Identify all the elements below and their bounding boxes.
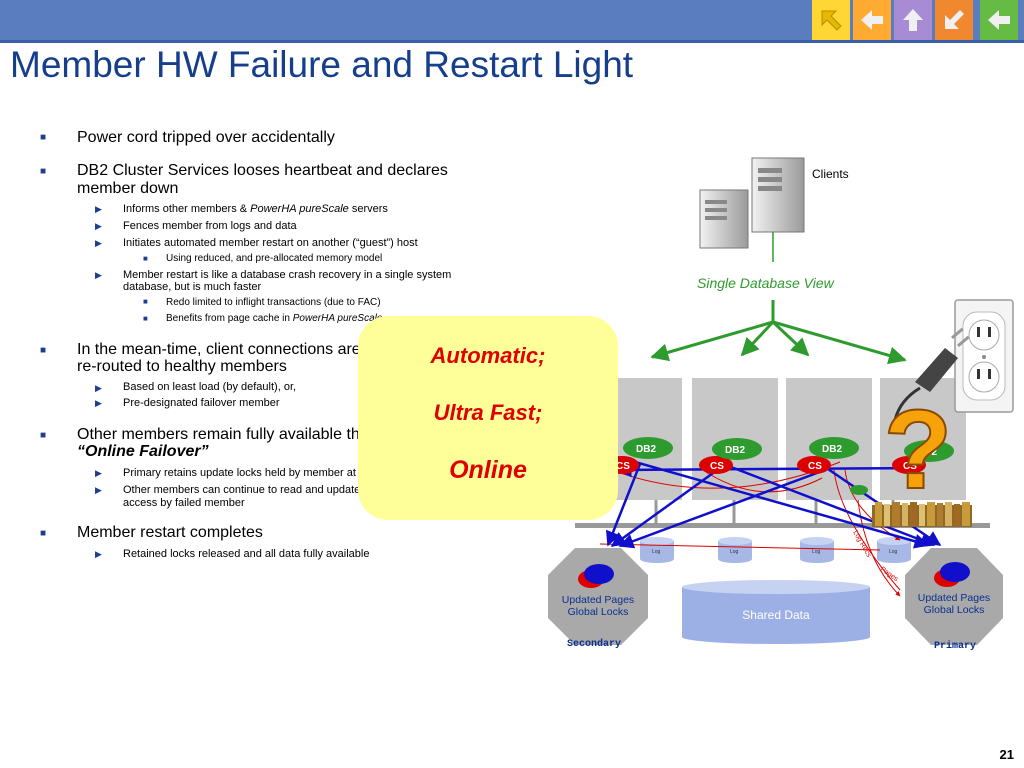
sub-sub-bullet-text: Redo limited to inflight transactions (d… xyxy=(166,297,381,308)
sub-bullet-text: database, but is much faster xyxy=(123,281,262,293)
bullet-text: Member restart completes xyxy=(77,524,263,541)
callout-line-ultra-fast: Ultra Fast; xyxy=(433,400,543,425)
sub-bullet-text: access by failed member xyxy=(123,497,245,509)
square-bullet-icon: ■ xyxy=(40,430,47,441)
callout-line-automatic: Automatic; xyxy=(430,343,546,368)
triangle-bullet-icon: ▶ xyxy=(95,468,102,478)
cf-primary: Updated Pages Global Locks xyxy=(905,548,1003,645)
arrow-diag-up-left-icon xyxy=(821,10,842,31)
arrow-up-icon xyxy=(903,9,923,31)
bullet-text: re-routed to healthy members xyxy=(77,358,287,375)
square-bullet-icon: ■ xyxy=(40,345,47,356)
triangle-bullet-icon: ▶ xyxy=(95,270,102,280)
cf-secondary-line1: Updated Pages xyxy=(562,594,634,606)
page-number: 21 xyxy=(999,747,1014,762)
arrow-left-icon xyxy=(988,10,1010,30)
nav-previous-button[interactable] xyxy=(853,0,891,40)
log-label: Log xyxy=(652,549,661,555)
cs-label: CS xyxy=(808,461,822,472)
cf-secondary: Updated Pages Global Locks xyxy=(548,548,648,645)
sub-bullet-text: Member restart is like a database crash … xyxy=(123,269,452,281)
shared-data-label: Shared Data xyxy=(742,608,810,622)
client-servers-icon xyxy=(699,157,805,249)
cf-primary-line2: Global Locks xyxy=(924,604,985,616)
cf-primary-role: Primary xyxy=(934,640,976,652)
log-recs-label: Log Recs xyxy=(851,530,872,560)
question-mark-icon: ? xyxy=(884,387,952,512)
sub-bullet-text: Retained locks released and all data ful… xyxy=(123,548,370,560)
cf-secondary-role: Secondary xyxy=(567,638,621,650)
bullet-text: DB2 Cluster Services looses heartbeat an… xyxy=(77,162,448,179)
triangle-bullet-icon: ▶ xyxy=(95,221,102,231)
slide-title: Member HW Failure and Restart Light xyxy=(10,44,634,85)
sub-bullet-text: Fences member from logs and data xyxy=(123,220,297,232)
clients-label: Clients xyxy=(812,167,849,181)
triangle-bullet-icon: ▶ xyxy=(95,549,102,559)
nav-first-button[interactable] xyxy=(812,0,850,40)
power-outlet-icon xyxy=(954,299,1014,413)
db2-label: DB2 xyxy=(636,444,656,455)
square-bullet-icon: ■ xyxy=(40,528,47,539)
cs-label: CS xyxy=(616,461,630,472)
log-disks: Log Log Log Log xyxy=(640,537,911,563)
triangle-bullet-icon: ▶ xyxy=(95,398,102,408)
cf-secondary-line2: Global Locks xyxy=(568,606,629,618)
client-routing-arrows xyxy=(650,300,907,365)
sub-bullet-text: Informs other members & PowerHA pureScal… xyxy=(123,203,388,215)
triangle-bullet-icon: ▶ xyxy=(95,383,102,393)
triangle-bullet-icon: ▶ xyxy=(95,485,102,495)
triangle-bullet-icon: ▶ xyxy=(95,238,102,248)
nav-up-button[interactable] xyxy=(894,0,932,40)
small-square-bullet-icon: ■ xyxy=(143,314,148,323)
bullet-text: Power cord tripped over accidentally xyxy=(77,129,335,146)
header-divider xyxy=(0,40,1024,43)
single-database-view-label: Single Database View xyxy=(697,275,835,291)
bullet-text: Other members remain fully available thr… xyxy=(77,426,437,443)
db2-label: DB2 xyxy=(725,445,745,456)
db2-label: DB2 xyxy=(917,447,937,458)
small-square-bullet-icon: ■ xyxy=(143,254,148,263)
log-label: Log xyxy=(889,549,898,555)
cs-label: CS xyxy=(903,461,917,472)
sub-sub-bullet-text: Using reduced, and pre-allocated memory … xyxy=(166,253,383,264)
db2-label: DB2 xyxy=(822,444,842,455)
callout-box xyxy=(358,316,618,520)
books-icon xyxy=(872,502,972,527)
bullet-text: member down xyxy=(77,180,179,197)
sub-bullet-text: Pre-designated failover member xyxy=(123,397,280,409)
arrow-diag-down-left-icon xyxy=(945,10,964,29)
sub-bullet-text: Initiates automated member restart on an… xyxy=(123,237,418,249)
nav-last-button[interactable] xyxy=(935,0,973,40)
log-label: Log xyxy=(730,549,739,555)
member-box xyxy=(880,378,966,500)
sub-sub-bullet-text: Benefits from page cache in PowerHA pure… xyxy=(166,313,383,324)
shared-data-disk: Shared Data xyxy=(682,580,870,644)
square-bullet-icon: ■ xyxy=(40,166,47,177)
arrow-left-icon xyxy=(861,10,883,30)
callout-line-online: Online xyxy=(449,456,527,484)
cs-label: CS xyxy=(710,461,724,472)
triangle-bullet-icon: ▶ xyxy=(95,204,102,214)
network-bus xyxy=(575,523,990,528)
bullet-emphasis: “Online Failover” xyxy=(77,443,209,460)
unplugged-power-cord-icon xyxy=(893,327,970,421)
pages-label: Pages xyxy=(879,566,900,583)
nav-return-button[interactable] xyxy=(980,0,1018,40)
log-label: Log xyxy=(812,549,821,555)
cf-primary-line1: Updated Pages xyxy=(918,592,990,604)
sub-bullet-text: Based on least load (by default), or, xyxy=(123,381,297,393)
small-square-bullet-icon: ■ xyxy=(143,297,148,306)
square-bullet-icon: ■ xyxy=(40,132,47,143)
cf-communication-arrows xyxy=(605,458,942,549)
member-badges: CS DB2 CS DB2 CS DB2 CS DB2 xyxy=(605,437,954,495)
